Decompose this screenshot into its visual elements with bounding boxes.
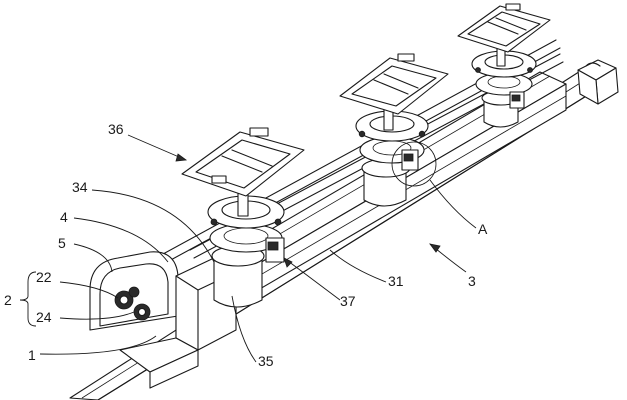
label-2: 2 <box>4 292 12 308</box>
label-22: 22 <box>36 269 52 285</box>
label-36: 36 <box>108 121 124 137</box>
label-31: 31 <box>388 273 404 289</box>
part-labels: 36 34 4 5 22 2 24 1 35 37 31 3 A <box>4 121 488 369</box>
label-A: A <box>478 221 488 237</box>
label-5: 5 <box>58 235 66 251</box>
label-3: 3 <box>468 273 476 289</box>
label-37: 37 <box>340 293 356 309</box>
label-1: 1 <box>28 347 36 363</box>
label-24: 24 <box>36 309 52 325</box>
carriage-unit-front <box>181 127 305 308</box>
carriage-unit-middle <box>339 53 449 207</box>
label-4: 4 <box>60 209 68 225</box>
leader-lines <box>19 134 477 363</box>
label-34: 34 <box>72 179 88 195</box>
label-35: 35 <box>258 353 274 369</box>
carriage-unit-back <box>457 3 551 128</box>
